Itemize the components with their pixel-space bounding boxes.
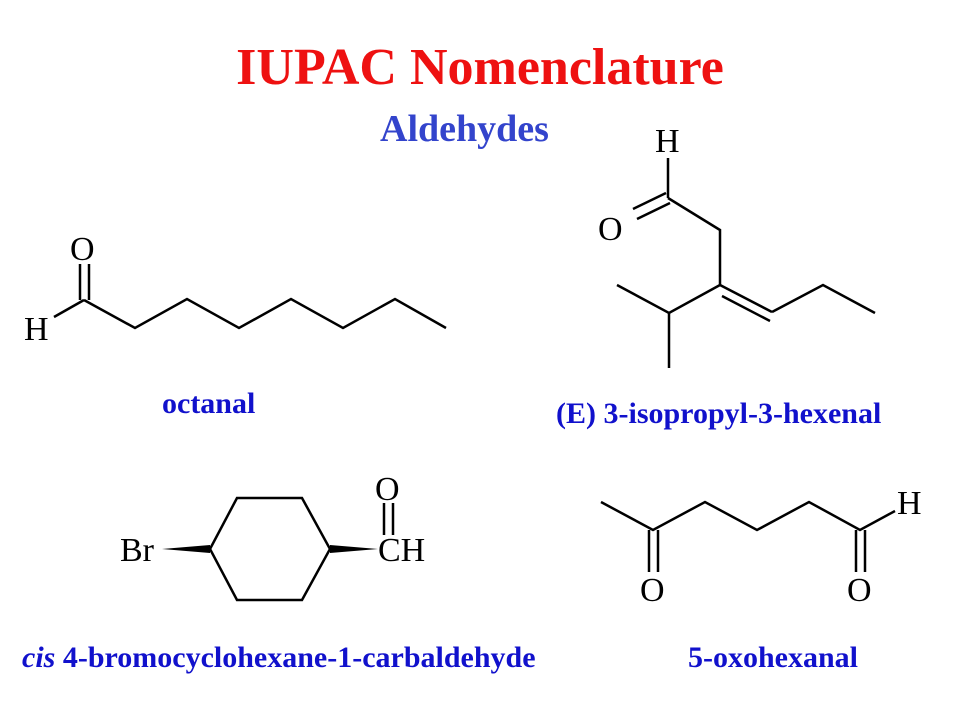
isopropylhexenal-oxygen-label: O bbox=[598, 211, 623, 248]
octanal-oxygen-label: O bbox=[70, 231, 95, 268]
structure-oxohexanal: H O O bbox=[600, 485, 922, 609]
isopropylhexenal-hydrogen-label: H bbox=[655, 123, 680, 160]
oxohexanal-ketone-oxygen-label: O bbox=[640, 572, 665, 609]
aldehyde-ch-label: CH bbox=[378, 532, 425, 569]
slide-title: IUPAC Nomenclature bbox=[236, 39, 724, 96]
name-bromocyclohexane: cis 4-bromocyclohexane-1-carbaldehyde bbox=[22, 640, 536, 676]
name-bromocyclohexane-main: 4-bromocyclohexane-1-carbaldehyde bbox=[62, 641, 536, 674]
name-oxohexanal: 5-oxohexanal bbox=[688, 641, 859, 674]
name-octanal: octanal bbox=[162, 387, 256, 420]
octanal-bonds bbox=[53, 264, 447, 330]
name-bromocyclohexane-prefix: cis bbox=[22, 641, 56, 674]
oxohexanal-hydrogen-label: H bbox=[897, 485, 922, 522]
slide-subtitle: Aldehydes bbox=[380, 108, 549, 150]
oxohexanal-bonds bbox=[600, 500, 896, 572]
structure-isopropylhexenal: H O bbox=[598, 123, 876, 368]
octanal-hydrogen-label: H bbox=[24, 311, 49, 348]
aldehyde-wedge-bond bbox=[330, 545, 378, 553]
bromine-label: Br bbox=[120, 532, 155, 569]
isopropylhexenal-bonds bbox=[616, 158, 876, 368]
bromine-wedge-bond bbox=[162, 545, 210, 553]
oxohexanal-aldehyde-oxygen-label: O bbox=[847, 572, 872, 609]
bromocyclohexane-oxygen-label: O bbox=[375, 471, 400, 508]
structure-bromocyclohexane: Br O CH bbox=[120, 471, 425, 602]
structure-octanal: O H bbox=[24, 231, 447, 348]
name-isopropylhexenal: (E) 3-isopropyl-3-hexenal bbox=[556, 397, 882, 430]
